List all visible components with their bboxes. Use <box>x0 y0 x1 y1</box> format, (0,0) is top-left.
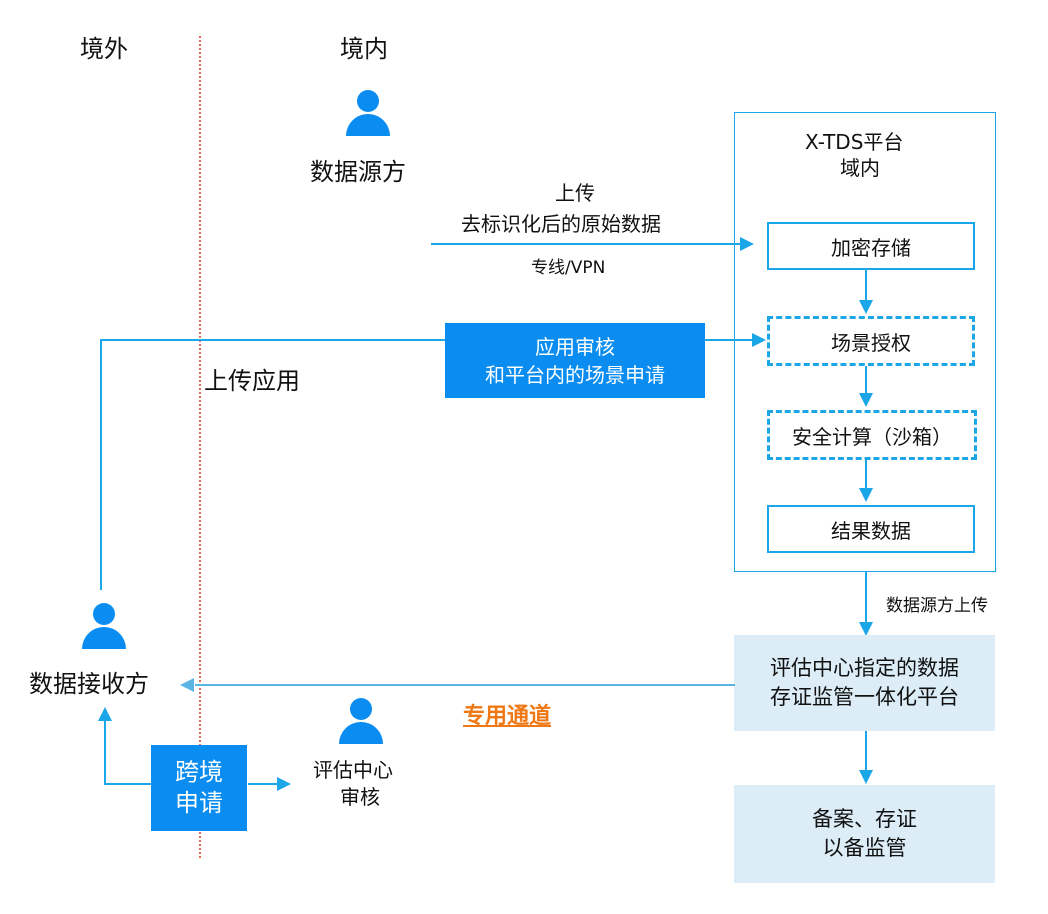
app-review-to-platform-line <box>705 339 753 341</box>
region-label-inside: 境内 <box>340 35 388 63</box>
upload-edge-arrowhead <box>740 237 754 251</box>
evidence-to-filing-arrowhead <box>859 770 873 784</box>
border-divider <box>199 36 201 858</box>
region-label-outside: 境外 <box>80 35 128 63</box>
assessment-center-person-icon <box>339 698 383 744</box>
cross-border-to-center-line <box>248 783 278 785</box>
app-upload-line-horizontal <box>100 339 446 341</box>
evidence-platform-line-2: 存证监管一体化平台 <box>770 685 959 709</box>
cross-border-up-arrowhead <box>98 707 112 721</box>
app-review-box[interactable]: 应用审核 和平台内的场景申请 <box>445 323 705 398</box>
dedicated-channel-line <box>195 684 735 686</box>
connector-arrowhead <box>859 300 873 314</box>
connector-arrowhead <box>859 393 873 407</box>
platform-to-evidence-arrowhead <box>859 622 873 636</box>
source-upload-label: 数据源方上传 <box>886 596 988 616</box>
evidence-platform-box[interactable]: 评估中心指定的数据 存证监管一体化平台 <box>734 635 995 731</box>
data-source-person-icon <box>346 90 390 136</box>
step-encrypted-storage[interactable]: 加密存储 <box>767 222 975 270</box>
upload-edge-label-1: 上传 <box>555 181 595 205</box>
cross-border-left-line <box>104 783 152 785</box>
app-review-line-1: 应用审核 <box>535 334 615 359</box>
filing-box[interactable]: 备案、存证 以备监管 <box>734 785 995 883</box>
step-label: 场景授权 <box>831 330 911 355</box>
platform-subtitle: 域内 <box>840 156 880 180</box>
platform-to-evidence-line <box>865 572 867 624</box>
app-upload-line-vertical <box>100 340 102 590</box>
data-receiver-person-icon <box>82 603 126 649</box>
cross-border-line-2: 申请 <box>175 789 223 817</box>
data-receiver-label: 数据接收方 <box>29 670 149 698</box>
filing-line-1: 备案、存证 <box>812 806 917 831</box>
platform-title: X-TDS平台 <box>805 130 904 154</box>
upload-app-label: 上传应用 <box>204 367 300 395</box>
app-review-arrowhead <box>752 333 766 347</box>
upload-edge-channel-label: 专线/VPN <box>531 258 606 278</box>
step-label: 加密存储 <box>831 235 911 260</box>
filing-line-2: 以备监管 <box>822 836 907 860</box>
step-label: 安全计算（沙箱） <box>792 424 952 449</box>
cross-border-line-1: 跨境 <box>175 757 223 786</box>
assessment-center-label-1: 评估中心 <box>313 758 393 782</box>
upload-edge-line <box>431 243 741 245</box>
upload-edge-label-2: 去标识化后的原始数据 <box>461 212 661 236</box>
step-scenario-authorization[interactable]: 场景授权 <box>767 316 975 366</box>
connector-line <box>865 270 867 302</box>
data-source-label: 数据源方 <box>310 158 406 186</box>
evidence-to-filing-line <box>865 731 867 771</box>
cross-border-up-line <box>104 720 106 784</box>
step-secure-computing-sandbox[interactable]: 安全计算（沙箱） <box>767 410 977 460</box>
cross-border-application-box[interactable]: 跨境 申请 <box>151 745 247 831</box>
assessment-center-label-2: 审核 <box>340 785 380 809</box>
xtds-platform-container <box>734 112 996 572</box>
dedicated-channel-arrowhead <box>180 678 194 692</box>
connector-arrowhead <box>859 488 873 502</box>
dedicated-channel-label[interactable]: 专用通道 <box>463 704 552 729</box>
connector-line <box>865 366 867 394</box>
connector-line <box>865 460 867 488</box>
step-result-data[interactable]: 结果数据 <box>767 505 975 553</box>
evidence-platform-line-1: 评估中心指定的数据 <box>770 655 959 680</box>
cross-border-to-center-arrowhead <box>277 777 291 791</box>
step-label: 结果数据 <box>831 518 911 543</box>
app-review-line-2: 和平台内的场景申请 <box>485 362 665 387</box>
